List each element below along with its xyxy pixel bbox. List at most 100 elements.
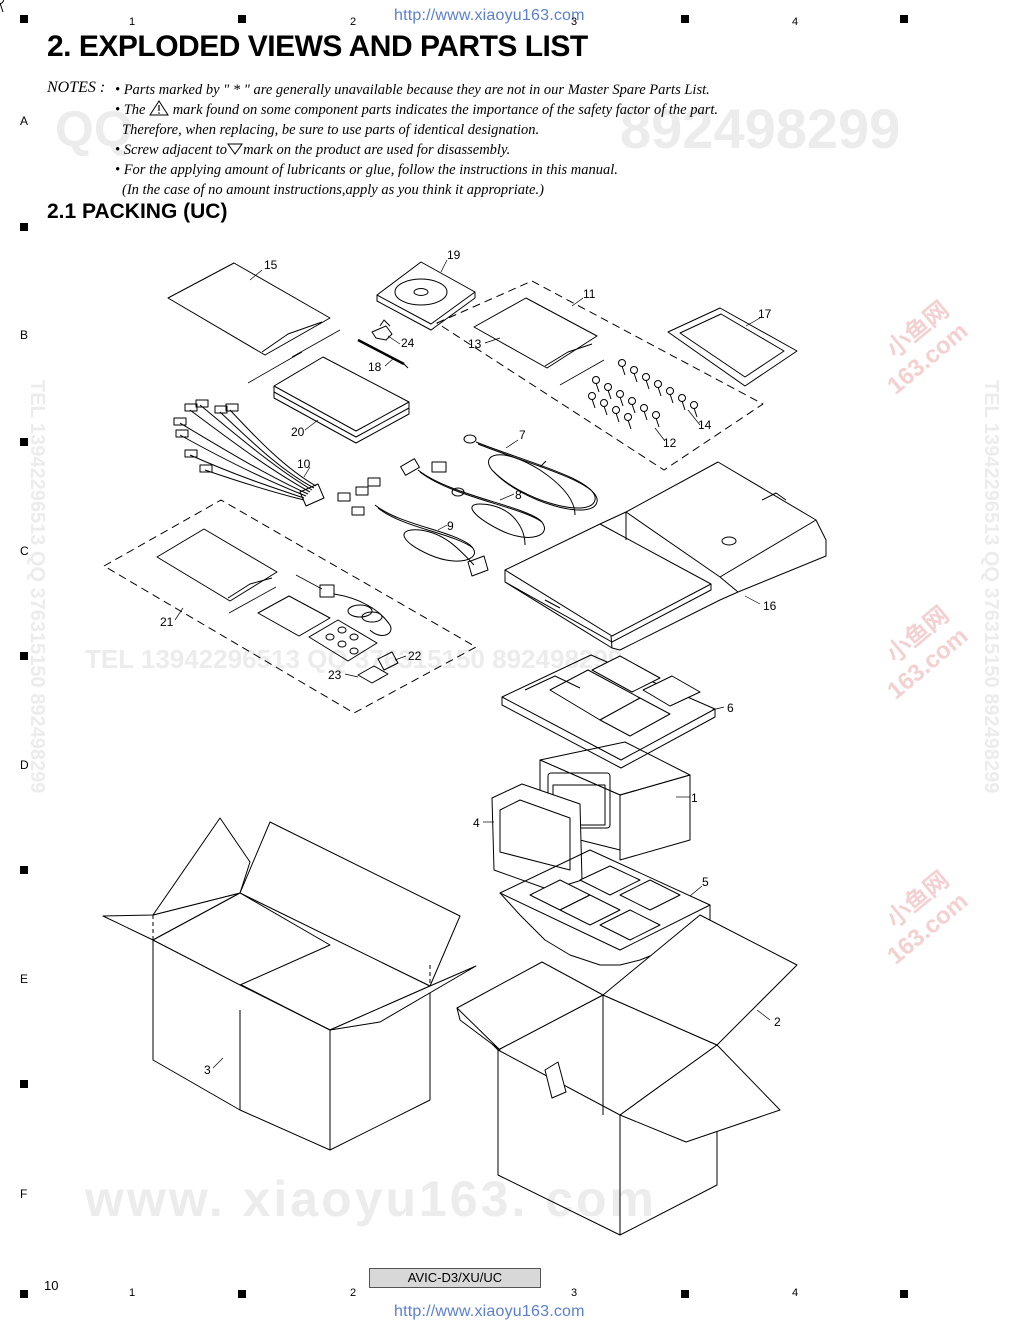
note-text: mark found on some component parts indic…	[172, 102, 718, 118]
callout-21: 21	[160, 615, 174, 629]
wire-harness-10	[173, 399, 325, 507]
callout-18: 18	[368, 360, 382, 374]
callout-9: 9	[447, 519, 454, 533]
watermark-site: www. xiaoyu163. com	[85, 1171, 658, 1227]
callout-3: 3	[204, 1063, 211, 1077]
note-text: mark on the product are used for disasse…	[243, 142, 511, 158]
registration-mark	[681, 15, 689, 23]
column-number: 2	[350, 16, 357, 28]
row-letter: E	[20, 972, 29, 986]
shipping-box-3	[102, 817, 477, 1151]
registration-mark	[681, 1290, 689, 1298]
page-title: 2. EXPLODED VIEWS AND PARTS LIST	[47, 30, 588, 63]
column-number: 3	[571, 16, 578, 28]
column-number: 4	[792, 16, 799, 28]
outer-box-2	[456, 914, 798, 1236]
callout-5: 5	[702, 875, 709, 889]
registration-mark	[20, 223, 28, 231]
cable-7	[463, 434, 598, 516]
bag-13	[473, 297, 598, 369]
part-22	[377, 651, 399, 671]
note-text: • Screw adjacent to	[115, 142, 228, 158]
column-number: 1	[129, 1287, 136, 1299]
registration-mark	[20, 866, 28, 874]
card-21-inner	[257, 595, 331, 637]
page-number: 10	[44, 1278, 59, 1293]
registration-mark	[900, 1290, 908, 1298]
part-23	[357, 665, 389, 684]
callout-15: 15	[264, 258, 278, 272]
registration-mark	[900, 15, 908, 23]
registration-mark	[20, 652, 28, 660]
note-line: • For the applying amount of lubricants …	[115, 162, 618, 178]
callout-22: 22	[408, 649, 422, 663]
registration-mark	[238, 15, 246, 23]
watermark-tel: TEL 13942296513 QQ 376315150 892498299	[85, 644, 623, 674]
note-text: • The	[115, 102, 146, 118]
watermark-number: 892498299	[620, 97, 901, 160]
foam-bottom-5	[499, 849, 711, 966]
top-tray-16	[504, 461, 827, 651]
callout-24: 24	[401, 336, 415, 350]
foam-top-6	[501, 654, 716, 769]
note-line: (In the case of no amount instructions,a…	[122, 182, 544, 198]
accessory-group-21	[103, 499, 477, 714]
note-line: • Parts marked by " * " are generally un…	[115, 82, 710, 98]
warning-triangle-icon	[149, 100, 169, 116]
antenna-21-inner	[319, 584, 392, 636]
row-letter: C	[20, 544, 29, 558]
note-line: • Screw adjacent to mark on the product a…	[115, 140, 510, 160]
sheet-23-group	[308, 619, 378, 662]
bag-15	[167, 262, 331, 356]
bezel-4	[491, 783, 583, 891]
column-number: 2	[350, 1287, 357, 1299]
callout-4: 4	[473, 816, 480, 830]
callout-6: 6	[727, 701, 734, 715]
screws-12-14	[0, 0, 698, 430]
manual-stack-20	[273, 356, 410, 444]
note-line: Therefore, when replacing, be sure to us…	[122, 122, 540, 138]
callout-1: 1	[691, 791, 698, 805]
callout-7: 7	[519, 428, 526, 442]
row-letter: B	[20, 328, 29, 342]
registration-mark	[20, 438, 28, 446]
column-number: 4	[792, 1287, 799, 1299]
callout-12: 12	[663, 436, 677, 450]
registration-mark	[20, 1080, 28, 1088]
notes-label: NOTES :	[47, 79, 106, 96]
watermark-qq: QQ	[55, 101, 133, 157]
callout-20: 20	[291, 425, 305, 439]
section-title: 2.1 PACKING (UC)	[47, 200, 228, 223]
cable-8	[400, 458, 545, 546]
callout-13: 13	[468, 337, 482, 351]
header-url[interactable]: http://www.xiaoyu163.com	[394, 7, 585, 24]
column-number: 3	[571, 1287, 578, 1299]
callout-11: 11	[583, 287, 596, 301]
callout-19: 19	[447, 248, 461, 262]
screw-kit-group-11	[436, 280, 764, 471]
callout-16: 16	[763, 599, 777, 613]
pen-18	[357, 338, 409, 369]
column-number: 1	[129, 16, 136, 28]
footer-url[interactable]: http://www.xiaoyu163.com	[394, 1303, 585, 1320]
callout-10: 10	[297, 457, 311, 471]
note-line: • The mark found on some component parts…	[115, 100, 718, 120]
callout-17: 17	[758, 307, 772, 321]
callout-8: 8	[515, 488, 522, 502]
registration-mark	[238, 1290, 246, 1298]
row-letter: D	[20, 758, 29, 772]
row-letter: F	[20, 1187, 28, 1201]
row-letter: A	[20, 114, 29, 128]
registration-mark	[20, 15, 28, 23]
model-label: AVIC-D3/XU/UC	[369, 1268, 541, 1288]
registration-mark	[20, 1290, 28, 1298]
frame-plate-17	[667, 307, 798, 387]
callout-14: 14	[698, 418, 712, 432]
cable-9	[337, 477, 489, 577]
disassembly-mark-icon	[227, 143, 244, 155]
disc-case-19	[376, 261, 476, 331]
callout-23: 23	[328, 668, 342, 682]
bag-21-inner	[156, 528, 278, 602]
callout-2: 2	[774, 1015, 781, 1029]
